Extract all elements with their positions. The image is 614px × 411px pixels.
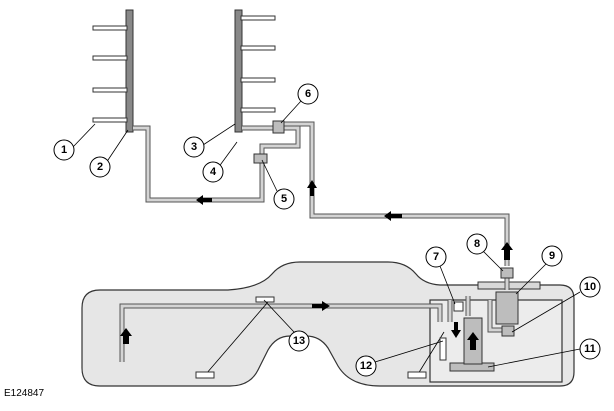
injector-left-4	[92, 117, 128, 123]
callout-11	[579, 338, 601, 360]
callout-3-label: 3	[191, 141, 197, 153]
injector-right-4	[240, 107, 276, 113]
flow-arrows	[120, 180, 513, 350]
pressure-regulator-6	[272, 120, 285, 134]
callout-4	[202, 161, 224, 183]
fuel-pump-9	[495, 291, 519, 325]
callout-7-label: 7	[433, 251, 439, 263]
figure-id: E124847	[4, 388, 45, 399]
injector-left-1	[92, 25, 128, 31]
callout-3	[183, 136, 205, 158]
flow-arrow-up-icon	[501, 242, 513, 260]
leader-lines	[72, 100, 581, 368]
callouts: 1 2 3 4 5 6 7 8 9 10 11 12 13	[53, 83, 601, 377]
flow-arrow-left-icon	[384, 211, 402, 221]
callout-9	[541, 245, 563, 267]
injector-right-1	[240, 15, 276, 21]
flow-arrow-up-icon	[120, 328, 132, 344]
callout-6	[297, 83, 319, 105]
valve-7	[453, 301, 464, 312]
damper-5	[253, 153, 268, 164]
fuel-filter-8	[500, 267, 514, 279]
callout-12	[355, 355, 377, 377]
suction-jet-13	[255, 296, 275, 303]
callout-12-label: 12	[360, 360, 372, 372]
injector-right-2	[240, 45, 276, 51]
callout-8	[466, 233, 488, 255]
callout-5	[273, 188, 295, 210]
callout-6-label: 6	[305, 88, 311, 100]
fuel-rail-right	[234, 9, 276, 133]
pickup-filter-right	[407, 371, 427, 379]
injector-left-2	[92, 55, 128, 61]
callout-11-label: 11	[584, 343, 596, 355]
flow-arrow-up-icon	[307, 180, 317, 196]
injector-right-3	[240, 77, 276, 83]
flow-arrow-left-icon	[196, 195, 212, 205]
callout-5-label: 5	[281, 193, 287, 205]
callout-13	[288, 330, 310, 352]
pickup-filter-left	[195, 371, 215, 379]
callout-1	[53, 139, 75, 161]
callout-7	[425, 246, 447, 268]
callout-13-label: 13	[293, 335, 305, 347]
callout-2-label: 2	[97, 161, 103, 173]
flow-arrow-right-icon	[312, 301, 330, 311]
callout-10	[579, 276, 601, 298]
callout-2	[89, 156, 111, 178]
callout-10-label: 10	[584, 281, 596, 293]
float-12	[439, 337, 447, 361]
fuel-rail-left	[92, 9, 134, 133]
flow-arrow-up-icon	[467, 332, 479, 350]
callout-4-label: 4	[210, 166, 217, 178]
callout-1-label: 1	[61, 144, 67, 156]
injector-left-3	[92, 87, 128, 93]
pressure-sensor-10	[501, 325, 515, 337]
callout-9-label: 9	[549, 250, 555, 262]
flow-arrow-down-icon	[451, 322, 461, 338]
pickup-line-left	[205, 301, 269, 375]
callout-8-label: 8	[474, 238, 480, 250]
